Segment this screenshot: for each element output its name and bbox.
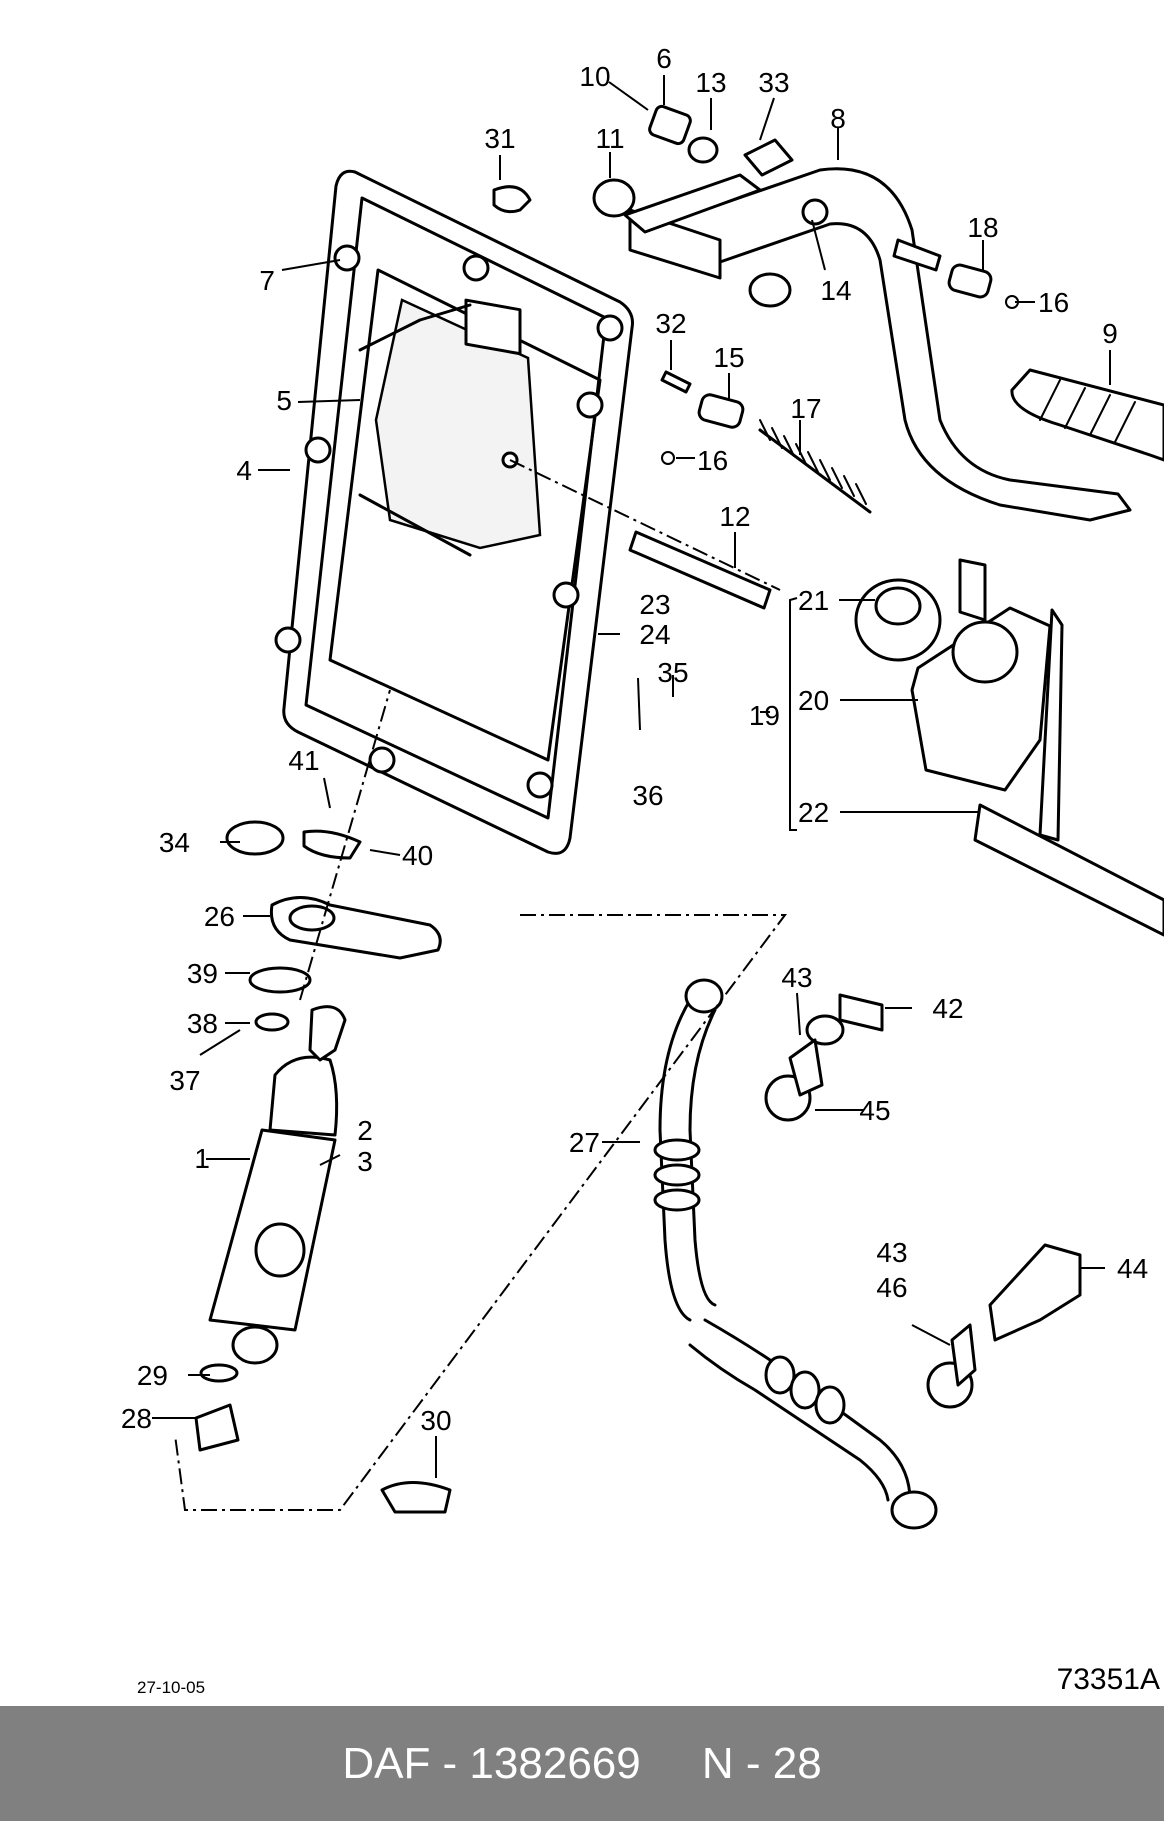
callout-15: 15 bbox=[713, 342, 744, 373]
callout-16-upper: 16 bbox=[1038, 287, 1069, 318]
callout-5: 5 bbox=[276, 385, 292, 416]
callout-33: 33 bbox=[758, 67, 789, 98]
pedal-housing-plate bbox=[274, 169, 634, 855]
callout-8: 8 bbox=[830, 103, 846, 134]
alignment-lines bbox=[174, 459, 787, 1511]
callout-27: 27 bbox=[569, 1127, 600, 1158]
callout-1: 1 bbox=[194, 1143, 210, 1174]
callout-44: 44 bbox=[1117, 1253, 1148, 1284]
pedal-pad bbox=[1010, 368, 1164, 462]
callout-22: 22 bbox=[798, 797, 829, 828]
callout-18: 18 bbox=[967, 212, 998, 243]
callout-9: 9 bbox=[1102, 318, 1118, 349]
callout-41: 41 bbox=[288, 745, 319, 776]
callout-40: 40 bbox=[402, 840, 433, 871]
callout-11: 11 bbox=[595, 123, 624, 154]
callout-32: 32 bbox=[655, 308, 686, 339]
callout-35: 35 bbox=[657, 657, 688, 688]
callout-43-lower: 43 bbox=[876, 1237, 907, 1268]
drawing-code: 73351A bbox=[1056, 1663, 1160, 1696]
gasket-and-clips bbox=[225, 820, 1082, 1514]
callout-16-lower: 16 bbox=[697, 445, 728, 476]
callout-39: 39 bbox=[187, 958, 218, 989]
callout-2: 2 bbox=[357, 1115, 373, 1146]
callout-36: 36 bbox=[632, 780, 663, 811]
callout-46: 46 bbox=[876, 1272, 907, 1303]
callout-37: 37 bbox=[169, 1065, 200, 1096]
callout-14: 14 bbox=[820, 275, 851, 306]
drawing-date: 27-10-05 bbox=[137, 1678, 206, 1697]
callout-43-upper: 43 bbox=[781, 962, 812, 993]
part-number-caption: DAF - 1382669 N - 28 bbox=[342, 1738, 822, 1788]
master-cylinder bbox=[194, 966, 347, 1452]
callout-38: 38 bbox=[187, 1008, 218, 1039]
callout-23: 23 bbox=[639, 589, 670, 620]
callout-7: 7 bbox=[259, 265, 275, 296]
part-number-banner: DAF - 1382669 N - 28 bbox=[0, 1706, 1164, 1821]
callout-10: 10 bbox=[579, 61, 610, 92]
fluid-reservoir bbox=[854, 558, 1164, 937]
callout-19: 19 bbox=[749, 700, 780, 731]
callout-34: 34 bbox=[159, 827, 190, 858]
callout-45: 45 bbox=[859, 1095, 890, 1126]
callout-6: 6 bbox=[656, 43, 672, 74]
exploded-parts-diagram: 1 2 3 4 5 6 7 8 9 10 11 12 13 14 15 16 1… bbox=[121, 43, 1164, 1530]
callout-31: 31 bbox=[484, 123, 515, 154]
callout-17: 17 bbox=[790, 393, 821, 424]
callout-4: 4 bbox=[236, 455, 252, 486]
hydraulic-hose bbox=[653, 978, 938, 1530]
callout-24: 24 bbox=[639, 619, 670, 650]
callout-29: 29 bbox=[137, 1360, 168, 1391]
callout-3: 3 bbox=[357, 1146, 373, 1177]
callout-labels: 1 2 3 4 5 6 7 8 9 10 11 12 13 14 15 16 1… bbox=[121, 43, 1148, 1436]
callout-42: 42 bbox=[932, 993, 963, 1024]
clutch-pedal-arm bbox=[623, 167, 1132, 522]
callout-20: 20 bbox=[798, 685, 829, 716]
callout-13: 13 bbox=[695, 67, 726, 98]
callout-21: 21 bbox=[798, 585, 829, 616]
leader-lines bbox=[152, 75, 1111, 1478]
callout-28: 28 bbox=[121, 1403, 152, 1434]
callout-26: 26 bbox=[204, 901, 235, 932]
callout-12: 12 bbox=[719, 501, 750, 532]
callout-30: 30 bbox=[420, 1405, 451, 1436]
bushings-and-pins bbox=[492, 104, 1019, 610]
